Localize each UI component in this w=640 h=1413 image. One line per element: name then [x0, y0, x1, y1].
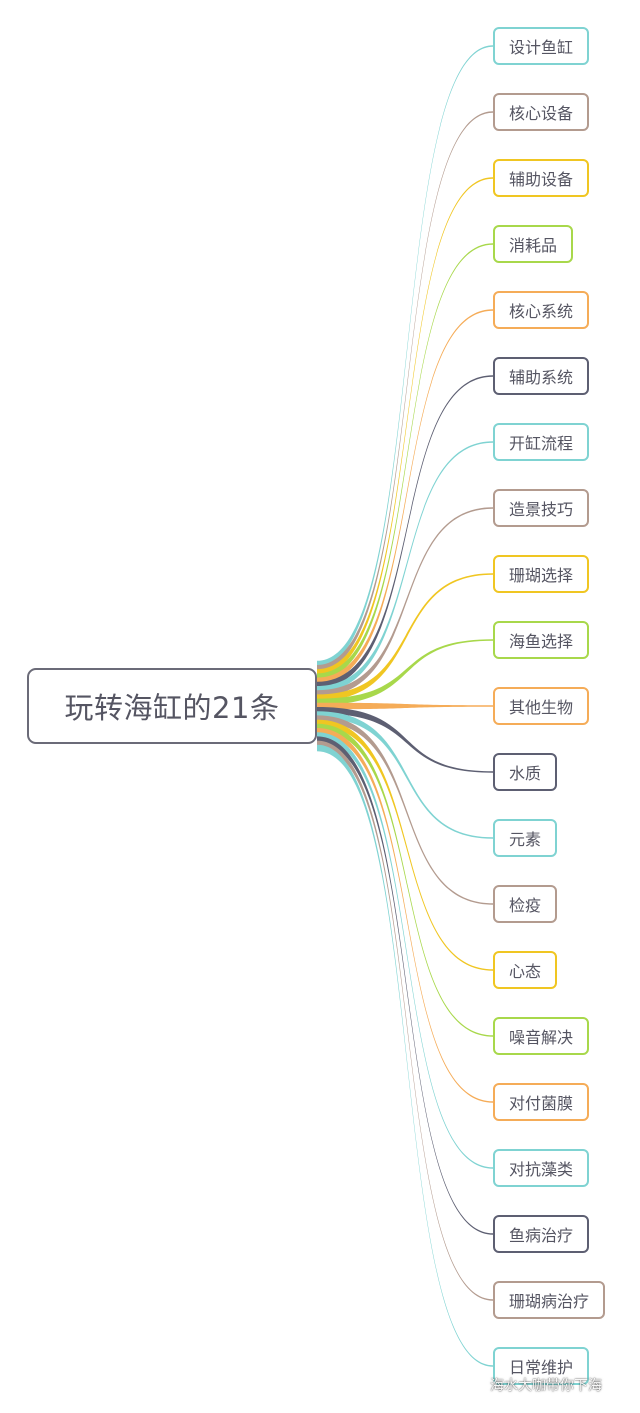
root-topic[interactable]: 玩转海缸的21条 — [27, 668, 317, 744]
branch-connector — [317, 573, 493, 701]
watermark: 海水大咖带你下海 — [464, 1372, 602, 1398]
branch-node[interactable]: 噪音解决 — [493, 1017, 590, 1055]
branch-node[interactable]: 辅助系统 — [493, 357, 590, 395]
branch-label: 海鱼选择 — [509, 632, 574, 651]
branch-label: 珊瑚选择 — [509, 566, 574, 585]
branch-node[interactable]: 消耗品 — [493, 225, 574, 263]
branch-connector — [317, 177, 493, 676]
branch-connector — [317, 309, 493, 684]
branch-label: 日常维护 — [509, 1358, 574, 1377]
branch-connector — [317, 707, 493, 773]
branch-label: 对付菌膜 — [509, 1094, 574, 1113]
branch-node[interactable]: 核心设备 — [493, 93, 590, 131]
branch-node[interactable]: 珊瑚病治疗 — [493, 1281, 606, 1319]
branch-node[interactable]: 检疫 — [493, 885, 558, 923]
branch-label: 核心系统 — [509, 302, 574, 321]
branch-node[interactable]: 日常维护 — [493, 1347, 590, 1385]
branch-node[interactable]: 辅助设备 — [493, 159, 590, 197]
branch-node[interactable]: 开缸流程 — [493, 423, 590, 461]
branch-label: 辅助系统 — [509, 368, 574, 387]
branch-node[interactable]: 鱼病治疗 — [493, 1215, 590, 1253]
branch-label: 辅助设备 — [509, 170, 574, 189]
branch-node[interactable]: 对付菌膜 — [493, 1083, 590, 1121]
branch-label: 开缸流程 — [509, 434, 574, 453]
branch-connector — [317, 728, 493, 1103]
branch-node[interactable]: 其他生物 — [493, 687, 590, 725]
branch-label: 对抗藻类 — [509, 1160, 574, 1179]
branch-node[interactable]: 设计鱼缸 — [493, 27, 590, 65]
branch-node[interactable]: 核心系统 — [493, 291, 590, 329]
branch-node[interactable]: 珊瑚选择 — [493, 555, 590, 593]
branch-connector — [317, 639, 493, 705]
branch-connector — [317, 45, 493, 668]
branch-label: 核心设备 — [509, 104, 574, 123]
branch-label: 其他生物 — [509, 698, 574, 717]
branch-label: 消耗品 — [509, 236, 558, 255]
branch-node[interactable]: 水质 — [493, 753, 558, 791]
branch-connector — [317, 732, 493, 1169]
branch-node[interactable]: 海鱼选择 — [493, 621, 590, 659]
branch-connector — [317, 243, 493, 680]
watermark-text: 海水大咖带你下海 — [490, 1378, 602, 1394]
branch-connector — [317, 736, 493, 1235]
branch-connector — [317, 740, 493, 1301]
wechat-icon — [464, 1376, 486, 1393]
branch-label: 检疫 — [509, 896, 542, 915]
branch-node[interactable]: 对抗藻类 — [493, 1149, 590, 1187]
branch-connector — [317, 711, 493, 839]
branch-node[interactable]: 元素 — [493, 819, 558, 857]
branch-label: 造景技巧 — [509, 500, 574, 519]
branch-node[interactable]: 造景技巧 — [493, 489, 590, 527]
branch-label: 心态 — [509, 962, 542, 981]
branch-connector — [317, 702, 493, 710]
branch-connector — [317, 744, 493, 1367]
branch-label: 噪音解决 — [509, 1028, 574, 1047]
branch-node[interactable]: 心态 — [493, 951, 558, 989]
branch-label: 水质 — [509, 764, 542, 783]
branch-label: 珊瑚病治疗 — [509, 1292, 590, 1311]
branch-label: 设计鱼缸 — [509, 38, 574, 57]
branch-connector — [317, 111, 493, 672]
branch-label: 鱼病治疗 — [509, 1226, 574, 1245]
root-topic-label: 玩转海缸的21条 — [64, 691, 280, 725]
branch-label: 元素 — [509, 830, 542, 849]
